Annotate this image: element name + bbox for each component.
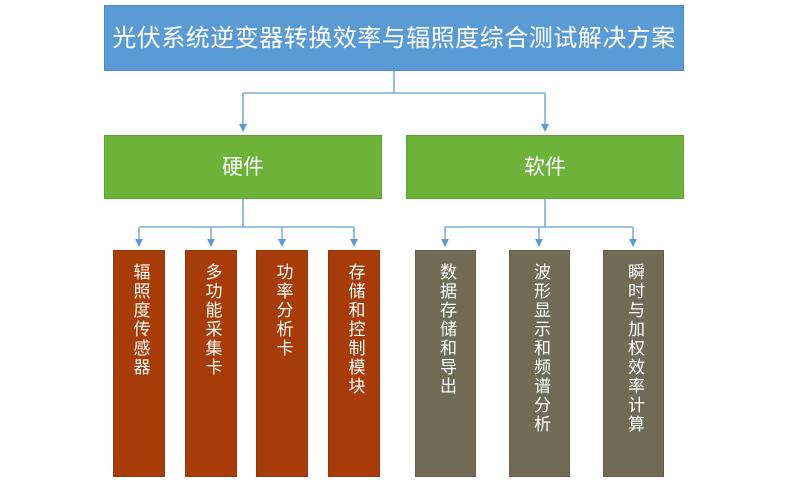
leaf-node-hardware-0: 辐照度传感器 (113, 250, 165, 477)
leaf-label: 瞬时与加权效率计算 (624, 263, 644, 434)
branch-node-hardware: 硬件 (104, 135, 382, 199)
leaf-label: 数据存储和导出 (436, 263, 456, 396)
leaf-node-software-0: 数据存储和导出 (415, 250, 476, 477)
leaf-label: 功率分析卡 (272, 263, 293, 358)
leaf-node-software-2: 瞬时与加权效率计算 (603, 250, 664, 477)
leaf-node-software-1: 波形显示和频谱分析 (509, 250, 570, 477)
leaf-label: 多功能采集卡 (201, 263, 222, 377)
leaf-node-hardware-3: 存储和控制模块 (328, 250, 380, 477)
leaf-node-hardware-1: 多功能采集卡 (185, 250, 237, 477)
title-node: 光伏系统逆变器转换效率与辐照度综合测试解决方案 (104, 5, 684, 71)
branch-node-software: 软件 (406, 135, 684, 199)
leaf-node-hardware-2: 功率分析卡 (256, 250, 308, 477)
leaf-label: 辐照度传感器 (129, 263, 150, 377)
leaf-label: 波形显示和频谱分析 (530, 263, 550, 434)
leaf-label: 存储和控制模块 (344, 263, 365, 396)
